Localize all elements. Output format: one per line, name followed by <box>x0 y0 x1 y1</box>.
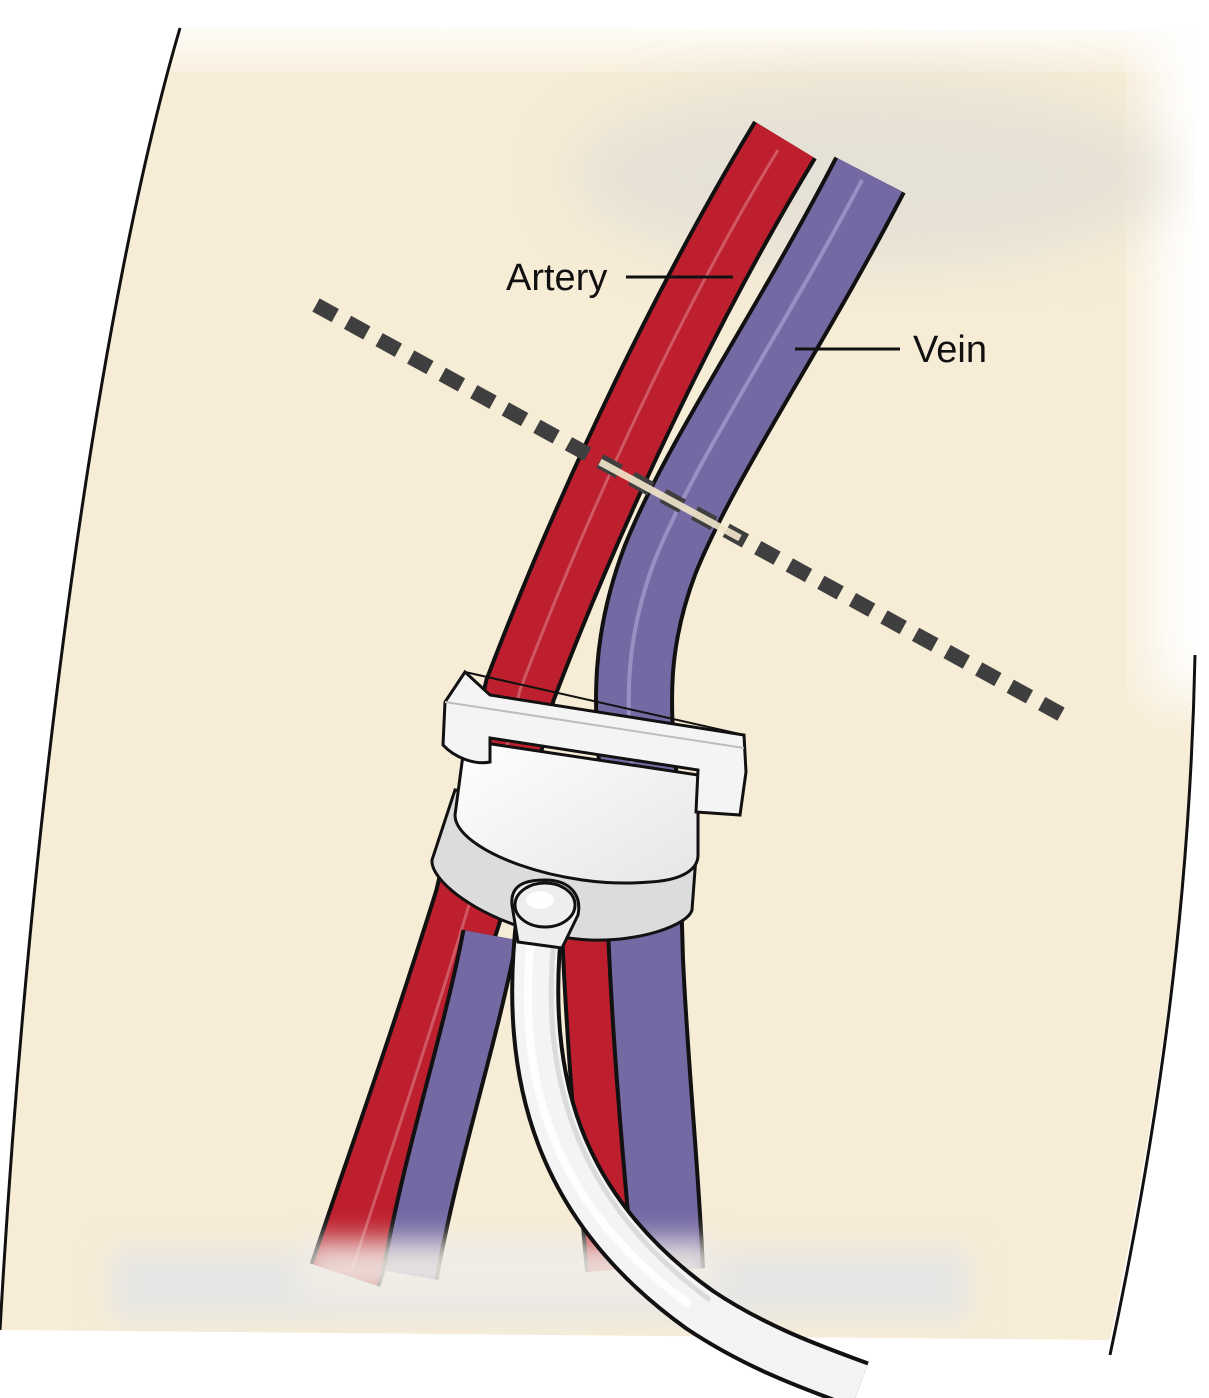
limb-right-edge <box>1108 654 1197 1356</box>
label-artery-group: Artery <box>506 257 733 299</box>
label-artery: Artery <box>506 257 607 299</box>
label-vein: Vein <box>913 329 987 371</box>
probe-cable-icon <box>510 911 869 1398</box>
label-vein-group: Vein <box>795 329 987 371</box>
ultrasound-probe-icon <box>430 669 748 950</box>
limb-left-edge <box>0 27 182 1331</box>
